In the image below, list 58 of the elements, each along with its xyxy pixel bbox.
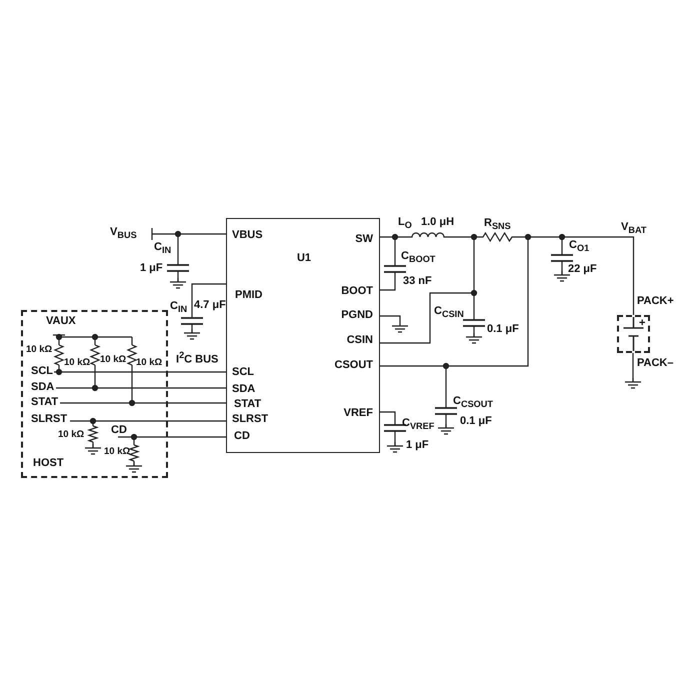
component-label: C$_{IN}$ xyxy=(170,300,188,316)
component-label: R$_{SNS}$ xyxy=(484,217,511,234)
signal-label: CD xyxy=(111,424,127,437)
pin-label: CSOUT xyxy=(334,359,373,372)
value-label: 10 kΩ xyxy=(58,428,84,441)
component-label: C$_{BOOT}$ xyxy=(401,250,436,266)
group-label: HOST xyxy=(33,457,64,470)
signal-label: STAT xyxy=(31,396,58,409)
component-label: C$_{O1}$ xyxy=(569,239,590,256)
value-label: 0.1 μF xyxy=(460,415,492,428)
net-label: V$_{BAT}$ xyxy=(621,221,646,238)
pin-label: BOOT xyxy=(341,285,373,298)
pin-label: CD xyxy=(234,430,250,443)
signal-line xyxy=(168,371,226,373)
pin-label: SDA xyxy=(232,383,256,396)
value-label: 1 μF xyxy=(406,439,429,452)
value-label: 10 kΩ xyxy=(26,343,52,356)
component-label: L$_{O}$ xyxy=(398,216,412,232)
polarity-mark: + xyxy=(639,317,646,330)
pin-label: CSIN xyxy=(346,334,373,347)
power-trace xyxy=(380,232,634,315)
pin-label: PMID xyxy=(235,289,262,302)
component-label: C$_{VREF}$ xyxy=(402,417,434,434)
value-label: 10 kΩ xyxy=(100,353,126,366)
part-label: U1 xyxy=(296,252,312,265)
pin-label: PGND xyxy=(341,309,373,322)
value-label: 10 kΩ xyxy=(104,445,130,458)
pin-label: SLRST xyxy=(232,413,268,426)
host-boundary xyxy=(21,310,168,478)
pin-label: VBUS xyxy=(232,229,263,242)
signal-line xyxy=(168,402,226,404)
component-label: C$_{IN}$ xyxy=(154,241,172,258)
value-label: 1.0 μH xyxy=(421,216,454,229)
pin-label: SW xyxy=(355,233,373,246)
terminal-label: PACK+ xyxy=(637,295,674,308)
signal-line xyxy=(168,387,226,389)
component-label: C$_{CSOUT}$ xyxy=(453,395,493,412)
value-label: 10 kΩ xyxy=(64,356,90,369)
signal-label: SDA xyxy=(31,381,54,394)
net-label: V$_{BUS}$ xyxy=(110,226,137,242)
value-label: 4.7 μF xyxy=(194,299,226,312)
terminal-label: PACK– xyxy=(637,357,674,370)
signal-line xyxy=(168,436,226,438)
value-label: 22 μF xyxy=(568,263,597,276)
signal-label: SCL xyxy=(31,365,53,378)
pin-label: SCL xyxy=(232,366,254,379)
net-label: VAUX xyxy=(46,315,76,328)
value-label: 10 kΩ xyxy=(136,356,162,369)
value-label: 33 nF xyxy=(403,275,432,288)
value-label: 0.1 μF xyxy=(487,323,519,336)
ic-package xyxy=(226,218,380,453)
bus-label: I$^{2}$C BUS xyxy=(176,349,218,367)
pin-label: STAT xyxy=(234,398,262,411)
signal-label: SLRST xyxy=(31,413,68,426)
component-label: C$_{CSIN}$ xyxy=(434,305,464,322)
value-label: 1 μF xyxy=(140,262,163,275)
signal-line xyxy=(168,420,226,422)
pin-label: VREF xyxy=(344,407,373,420)
